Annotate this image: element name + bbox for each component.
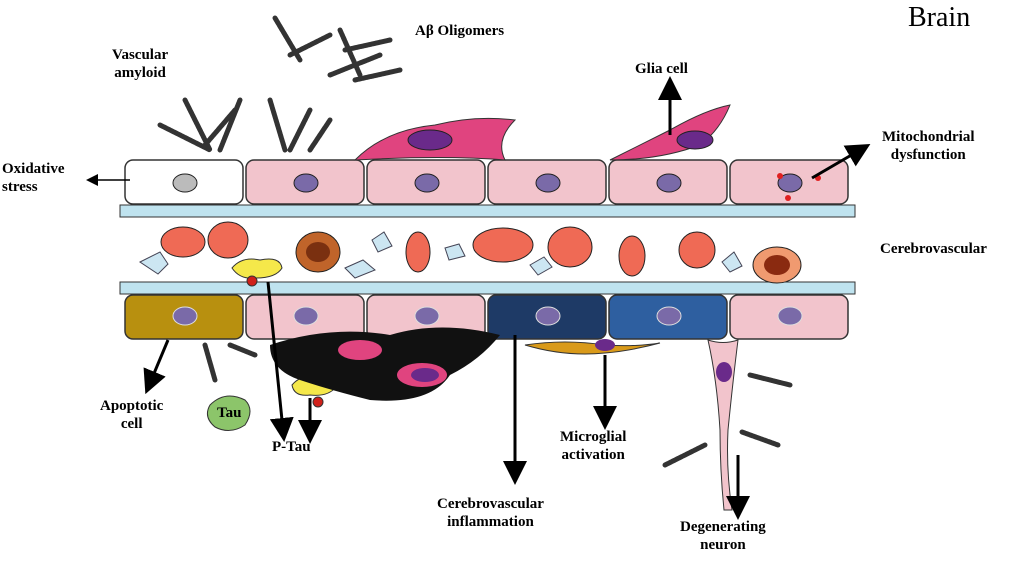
amyloid-fibril [202, 342, 218, 383]
cell-nucleus [656, 173, 682, 193]
label-apoptotic-cell: Apoptotic cell [100, 397, 163, 433]
label-line: Vascular [112, 47, 169, 63]
label-line: amyloid [114, 65, 166, 81]
label-line: stress [2, 179, 38, 195]
label-ab-oligomers: Aβ Oligomers [415, 23, 505, 39]
cell-nucleus [414, 173, 440, 193]
microglia [524, 341, 661, 355]
cell-nucleus [172, 173, 198, 193]
label-vascular-amyloid: Vascular amyloid [112, 46, 168, 82]
label-cerebrovascular: Cerebrovascular [880, 241, 987, 257]
amyloid-fibril [227, 342, 258, 358]
cell-nucleus [293, 173, 319, 193]
label-p-tau: P-Tau [272, 439, 311, 455]
label-line: Mitochondrial [882, 129, 975, 145]
amyloid-fibril [747, 372, 793, 388]
phospho-marker-2 [312, 396, 324, 408]
amyloid-fibril [662, 442, 708, 468]
amyloid-fibril [287, 32, 333, 58]
label-oxidative-stress: Oxidative stress [2, 160, 65, 196]
glia-network [270, 327, 500, 401]
amyloid-fibril [342, 37, 393, 53]
arrows [86, 76, 871, 520]
lower-endothelial-row [124, 294, 849, 340]
amyloid-fibril [352, 67, 403, 83]
amyloid-oligomers [157, 15, 793, 468]
tau-blob [206, 395, 251, 431]
amyloid-fibril [202, 107, 238, 148]
upper-endothelial-row [124, 159, 849, 205]
mito-dot [785, 195, 791, 201]
cell-nucleus [535, 306, 561, 326]
lower-basement-membrane [119, 281, 856, 295]
degenerating-neuron [707, 339, 739, 511]
amyloid-fibril [157, 122, 213, 153]
label-line: dysfunction [890, 147, 966, 163]
label-line: activation [561, 447, 625, 463]
mito-dot [777, 173, 783, 179]
cell-nucleus [535, 173, 561, 193]
title-brain: Brain [908, 2, 971, 33]
amyloid-fibril [267, 97, 288, 153]
label-glia-cell: Glia cell [635, 61, 688, 77]
amyloid-fibril [327, 52, 383, 78]
red-blood-cells [160, 221, 802, 284]
cell-nucleus [656, 306, 682, 326]
cell-nucleus [172, 306, 198, 326]
label-line: Cerebrovascular [437, 496, 544, 512]
label-degenerating-neuron: Degenerating neuron [680, 518, 766, 554]
label-line: Degenerating [680, 519, 766, 535]
label-line: neuron [700, 537, 746, 553]
label-mitochondrial-dysfunction: Mitochondrial dysfunction [882, 128, 975, 164]
amyloid-fibril [287, 107, 313, 153]
label-line: Oxidative [2, 161, 65, 177]
cell-nucleus [777, 306, 803, 326]
label-line: Microglial [560, 429, 627, 445]
cell-nucleus [414, 306, 440, 326]
amyloid-fibril [217, 97, 243, 153]
phospho-marker [246, 275, 258, 287]
amyloid-fibril [739, 429, 781, 448]
label-cerebrovascular-inflammation: Cerebrovascular inflammation [437, 495, 544, 531]
platelets [139, 231, 743, 279]
label-line: cell [120, 416, 143, 432]
amyloid-fibril [337, 27, 363, 78]
p-tau-aggregate [231, 258, 283, 279]
label-line: Apoptotic [100, 398, 164, 414]
amyloid-fibril [307, 117, 333, 153]
cell-nucleus [777, 173, 803, 193]
label-line: inflammation [447, 514, 534, 530]
upper-basement-membrane [119, 204, 856, 218]
label-microglial-activation: Microglial activation [560, 428, 626, 464]
cell-nucleus [293, 306, 319, 326]
label-tau: Tau [217, 405, 242, 421]
